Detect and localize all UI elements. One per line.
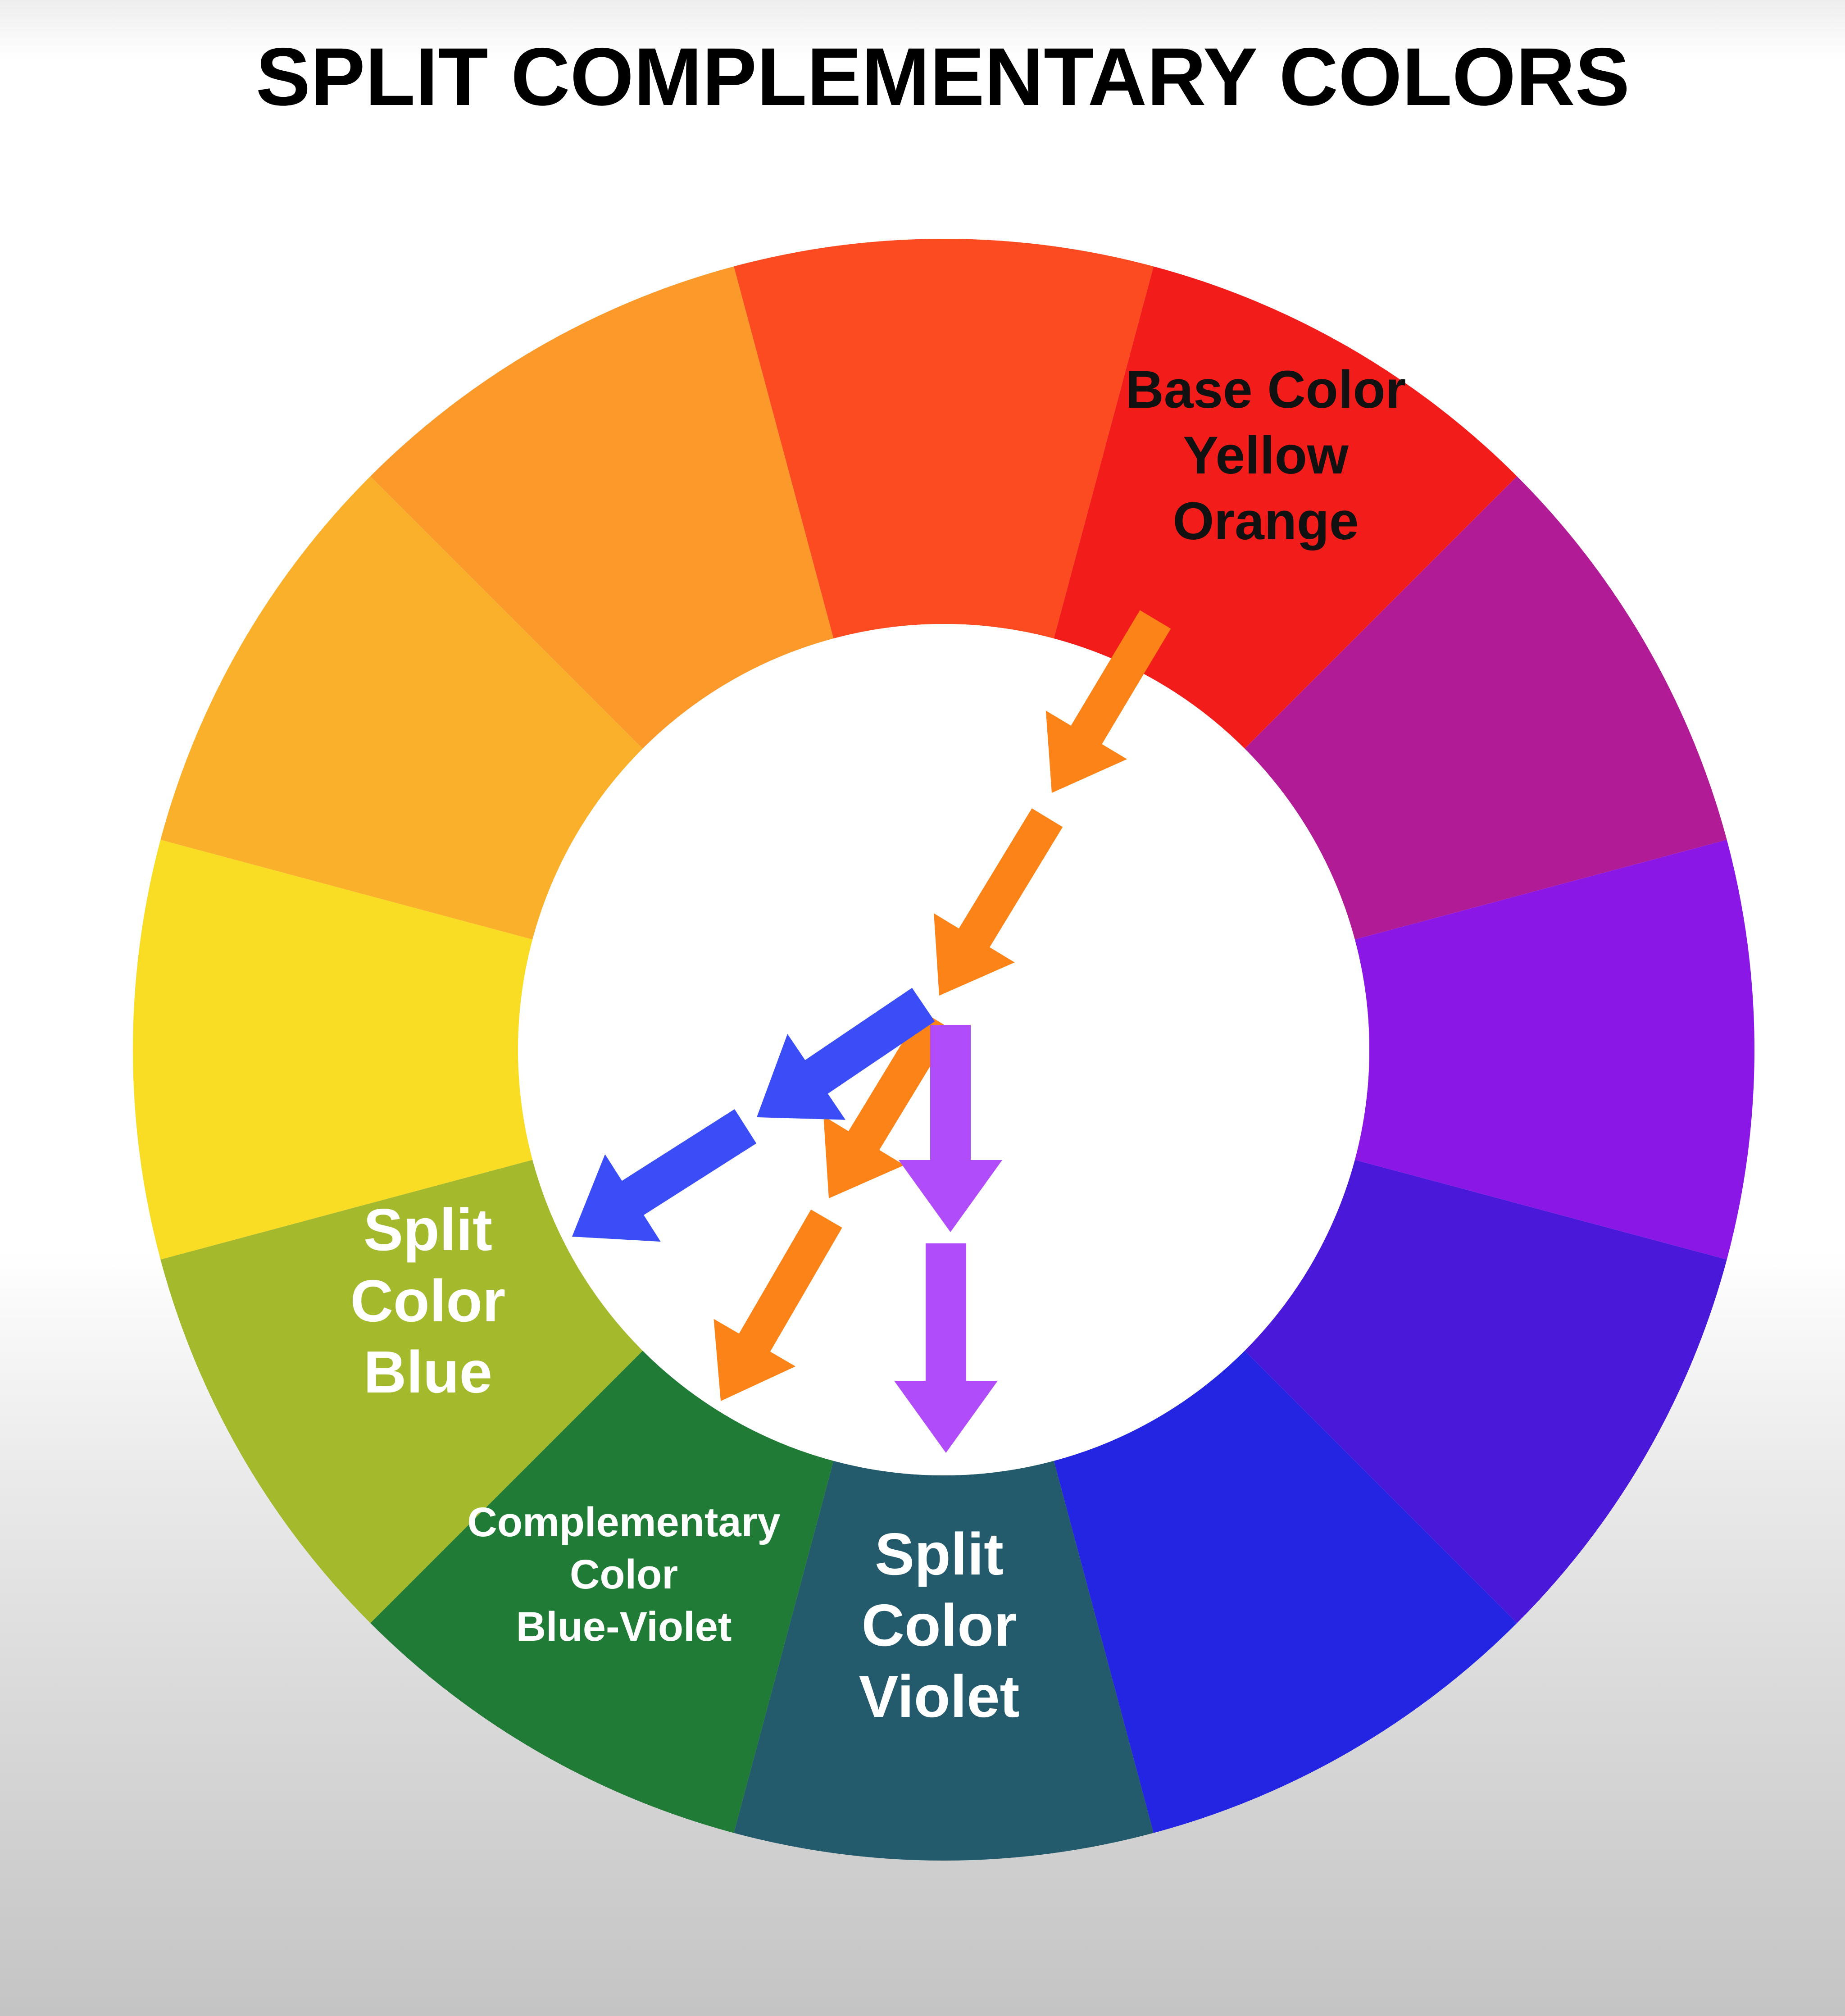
orange-arrow-1-icon (1045, 610, 1171, 793)
blue-arrow-1-icon (757, 988, 935, 1120)
orange-arrow-3-icon (823, 1011, 953, 1198)
label-split-violet-line: Violet (859, 1663, 1019, 1729)
wheel-segment-yellow-green (160, 1160, 643, 1623)
wheel-segment-orange (370, 266, 834, 749)
wheel-segment-red-orange (734, 239, 1154, 639)
label-base-color-line: Base Color (1126, 360, 1406, 419)
wheel-segment-yellow (133, 840, 533, 1260)
violet-arrow-1-icon (899, 1025, 1002, 1232)
label-split-blue-line: Split (364, 1197, 492, 1263)
blue-arrow-2-icon (572, 1109, 757, 1242)
label-complementary-line: Blue-Violet (516, 1604, 732, 1650)
wheel-segment-violet (1354, 840, 1754, 1260)
orange-arrow-4-icon (713, 1209, 842, 1401)
label-complementary-line: Color (570, 1552, 678, 1597)
wheel-segment-blue-violet (1245, 1160, 1727, 1623)
wheel-segment-yellow-orange (160, 476, 643, 940)
wheel-segment-blue-green (734, 1461, 1154, 1861)
label-base-color-line: Yellow (1183, 426, 1349, 485)
label-split-blue-line: Blue (364, 1339, 492, 1405)
page-title: SPLIT COMPLEMENTARY COLORS (255, 31, 1630, 123)
label-split-violet-line: Color (862, 1592, 1017, 1658)
label-base-color-line: Orange (1172, 491, 1359, 551)
violet-arrow-2-icon (894, 1243, 998, 1453)
orange-arrow-2-icon (934, 808, 1063, 996)
label-split-violet-line: Split (875, 1521, 1004, 1587)
arrows-group (572, 610, 1171, 1453)
label-split-blue-line: Color (350, 1268, 506, 1334)
wheel-segment-blue (1054, 1351, 1517, 1833)
label-complementary-line: Complementary (467, 1499, 780, 1545)
wheel-segment-red-violet (1245, 476, 1727, 940)
wheel-segment-green (370, 1351, 834, 1833)
